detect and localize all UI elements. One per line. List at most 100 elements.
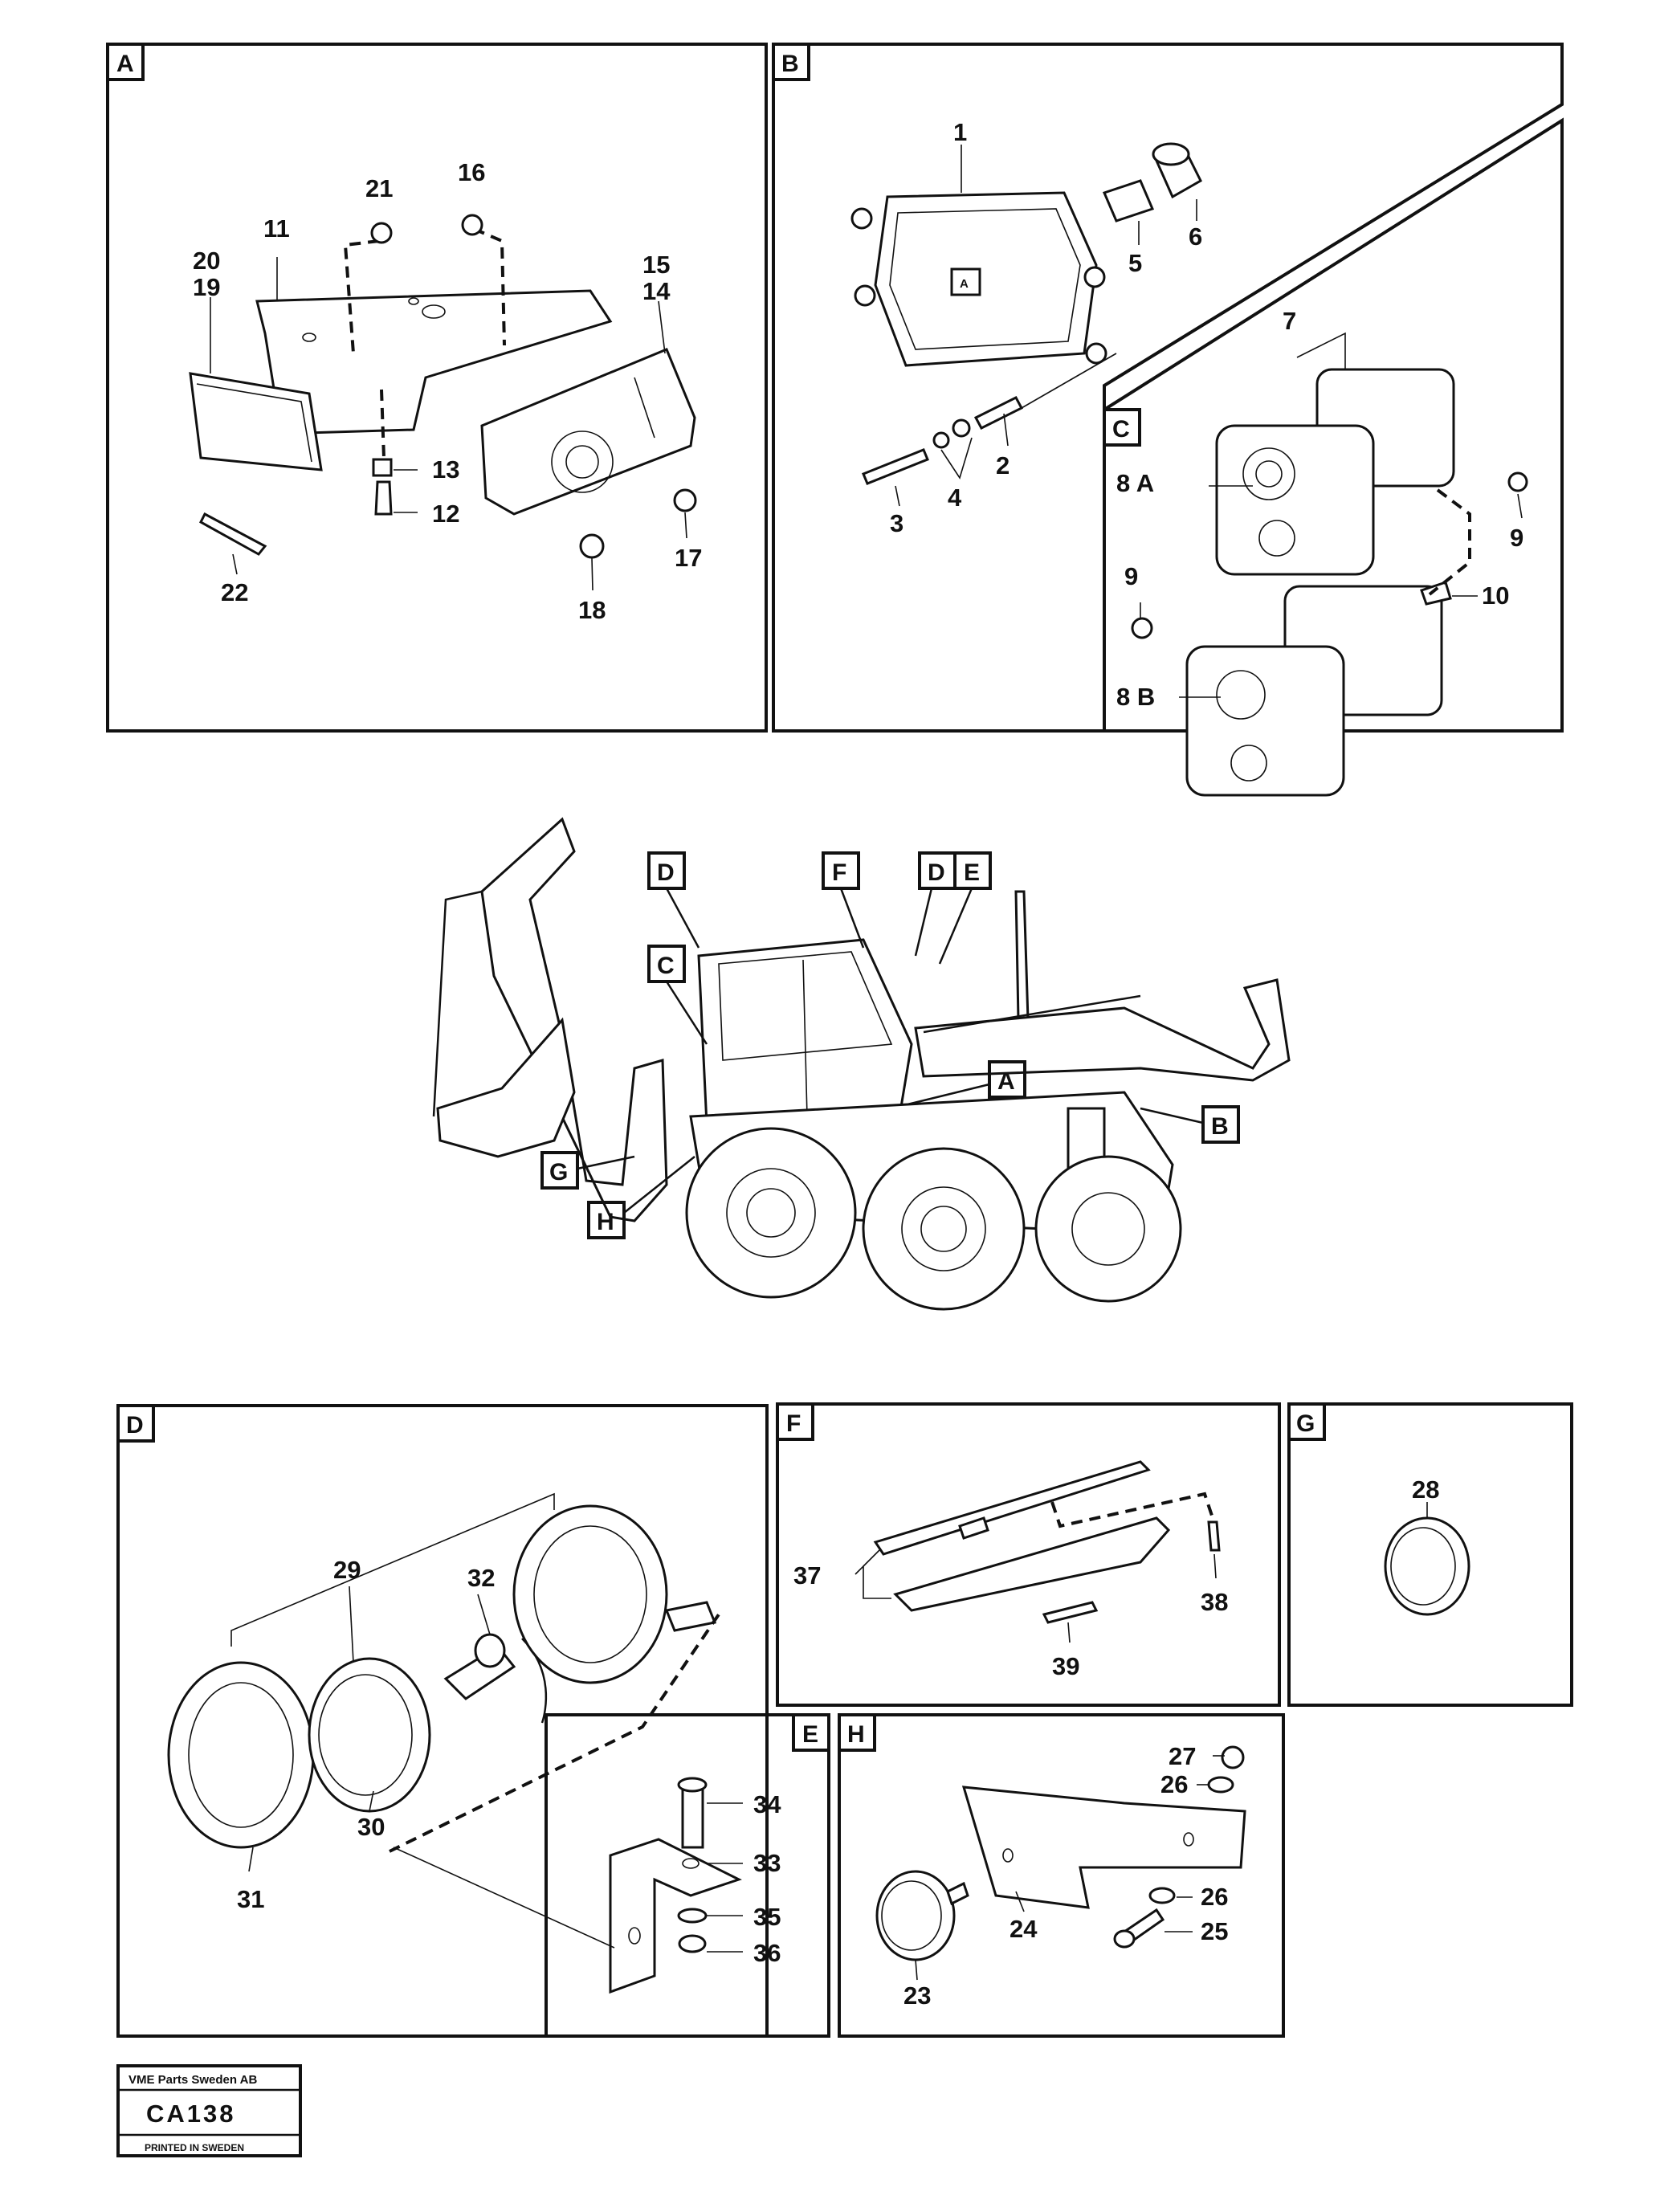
rear-wheel-hub — [746, 1188, 796, 1238]
leader-37 — [855, 1565, 891, 1599]
headlamp — [874, 191, 1098, 367]
loader-cylinder — [923, 994, 1141, 1034]
headlamp-badge-mark: A — [960, 277, 969, 291]
reflector-28 — [1384, 1516, 1470, 1616]
front-wheel — [1034, 1155, 1182, 1303]
stamp-frame — [116, 2064, 302, 2157]
headlamp-mount-ear — [850, 207, 873, 230]
leader-39 — [1067, 1622, 1071, 1643]
leader-bracket-to-d — [393, 1847, 615, 1949]
part-label-3: 3 — [890, 509, 903, 537]
stamp-printed: PRINTED IN SWEDEN — [145, 2142, 244, 2153]
leader-29 — [349, 1586, 354, 1663]
bulb-9a — [1507, 471, 1528, 492]
loader-arm — [914, 978, 1291, 1082]
lamp-8b-lens — [1216, 670, 1266, 720]
panel-e: E 34 33 35 36 — [393, 1713, 830, 2038]
part-label-21: 21 — [365, 174, 393, 202]
rear-wheel — [685, 1127, 857, 1299]
bulb-22 — [199, 512, 267, 556]
interior-lamp-lower — [893, 1516, 1171, 1612]
lamp-8a-lens-lower — [1258, 520, 1295, 557]
panel-b-frame — [772, 43, 1564, 733]
part-label-33: 33 — [753, 1849, 781, 1877]
part-label-32: 32 — [467, 1564, 495, 1592]
leader-14 — [658, 300, 666, 354]
nut-16 — [461, 214, 483, 236]
bracket-hole — [1183, 1832, 1194, 1847]
bulb-17 — [673, 488, 697, 512]
part-label-35: 35 — [753, 1903, 781, 1931]
lamp-housing-stud — [664, 1601, 717, 1632]
screw-12 — [374, 480, 393, 516]
leader-4 — [940, 437, 973, 480]
middle-wheel — [862, 1147, 1026, 1311]
part-label-26a: 26 — [1160, 1770, 1188, 1798]
reflector-23-face — [881, 1880, 942, 1951]
panel-a-frame — [106, 43, 768, 733]
part-label-20: 20 — [193, 247, 220, 275]
panel-h-tag-box — [838, 1713, 876, 1752]
bulb-9b — [1131, 617, 1153, 639]
panel-c-tag-box — [1103, 408, 1141, 447]
rim-ring — [167, 1661, 315, 1849]
callout-d: D — [657, 859, 675, 886]
exhaust-pipe — [1014, 890, 1030, 1022]
stamp-company: VME Parts Sweden AB — [128, 2073, 257, 2087]
cab-window — [718, 951, 893, 1061]
part-label-1: 1 — [953, 118, 967, 146]
bracket-hole — [628, 1927, 641, 1945]
part-label-4: 4 — [948, 484, 962, 512]
leader-18 — [591, 557, 593, 591]
lamp-housing-inner — [533, 1525, 647, 1663]
callout-a: A — [997, 1068, 1015, 1095]
leader-22 — [232, 553, 238, 575]
front-wheel-rim — [1071, 1192, 1145, 1266]
panel-f-frame — [776, 1402, 1281, 1707]
bulb-10 — [1420, 581, 1452, 606]
reflector-23-stud — [946, 1881, 969, 1906]
part-label-8b: 8 B — [1116, 683, 1155, 711]
screw-34 — [681, 1786, 704, 1849]
part-label-11: 11 — [263, 214, 290, 243]
callout-a-box — [988, 1060, 1026, 1099]
part-label-12: 12 — [432, 500, 459, 528]
part-label-31: 31 — [237, 1885, 264, 1913]
screw-38 — [1207, 1520, 1221, 1552]
lamp-8b — [1185, 645, 1345, 797]
bulb-39 — [1042, 1601, 1099, 1624]
callout-e: E — [964, 859, 980, 886]
bracket-hole — [408, 297, 419, 305]
panel-a-tag-box — [106, 43, 145, 81]
part-label-36: 36 — [753, 1939, 781, 1967]
callout-g-leader — [577, 1155, 635, 1170]
part-label-24: 24 — [1010, 1915, 1038, 1943]
screw-3 — [862, 448, 929, 485]
washer-4 — [932, 431, 950, 449]
part-label-26b: 26 — [1201, 1883, 1228, 1911]
bracket-hole — [682, 1858, 700, 1869]
screw-25-head — [1113, 1929, 1136, 1949]
callout-h: H — [597, 1209, 614, 1235]
leader-38 — [1213, 1553, 1217, 1579]
cab-door-line — [802, 959, 808, 1117]
tail-lamp-lens-center — [565, 445, 599, 479]
panel-c-tag: C — [1112, 416, 1130, 443]
reflector-23 — [875, 1870, 956, 1961]
leader-7 — [1296, 332, 1346, 369]
panel-f-tag-box — [776, 1402, 814, 1441]
bracket-hole — [1002, 1848, 1014, 1863]
wire-path-f — [1050, 1492, 1214, 1528]
interior-lamp-upper — [873, 1460, 1151, 1556]
rear-wheel-rim — [726, 1168, 816, 1258]
part-label-19: 19 — [193, 273, 220, 301]
angle-bracket — [609, 1838, 742, 1994]
callout-h-leader — [623, 1156, 695, 1214]
panel-c: C 7 8 A 9 9 10 8 B — [1103, 117, 1564, 797]
part-label-7: 7 — [1283, 307, 1296, 335]
washer-26b — [1148, 1887, 1176, 1904]
reflector-bracket-24 — [961, 1786, 1246, 1909]
panel-b: B A 1 5 6 2 4 3 — [772, 43, 1564, 733]
lamp-8a — [1215, 424, 1375, 576]
